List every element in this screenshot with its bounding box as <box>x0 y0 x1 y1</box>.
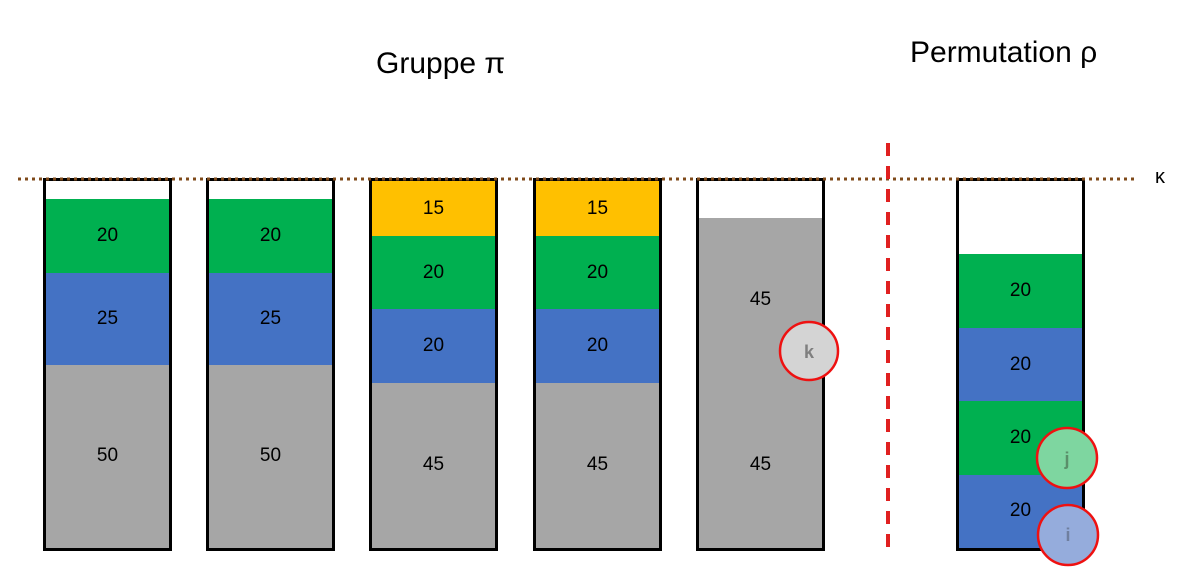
segment-gray: 50 <box>209 364 332 548</box>
segment-green: 20 <box>209 199 332 273</box>
group-bin-1: 50 25 20 <box>43 178 172 551</box>
segment-blue: 25 <box>46 272 169 365</box>
marker-j-label: j <box>1063 449 1069 469</box>
segment-value: 45 <box>749 289 772 311</box>
segment-value: 20 <box>1009 353 1032 375</box>
kappa-label: κ <box>1155 166 1165 188</box>
segment-gray: 45 <box>536 382 659 548</box>
marker-i: i <box>1036 503 1100 567</box>
segment-blue: 20 <box>536 309 659 383</box>
marker-k-label: k <box>804 342 815 362</box>
segment-value: 20 <box>422 335 445 357</box>
segment-value: 50 <box>96 445 119 467</box>
segment-value: 20 <box>586 261 609 283</box>
group-bin-3: 45 20 20 15 <box>369 178 498 551</box>
segment-gray: 50 <box>46 364 169 548</box>
segment-green: 20 <box>372 236 495 310</box>
segment-blue: 20 <box>959 327 1082 402</box>
segment-green: 20 <box>46 199 169 273</box>
segment-blue: 25 <box>209 272 332 365</box>
segment-green: 20 <box>536 236 659 310</box>
segment-value: 25 <box>96 307 119 329</box>
segment-value: 20 <box>96 225 119 247</box>
segment-value: 20 <box>1009 426 1032 448</box>
segment-value: 20 <box>1009 280 1032 302</box>
segment-blue: 20 <box>372 309 495 383</box>
marker-k: k <box>778 320 840 382</box>
group-bin-5: 45 45 <box>696 178 825 551</box>
segment-value: 20 <box>586 335 609 357</box>
segment-value: 45 <box>749 454 772 476</box>
segment-green: 20 <box>959 254 1082 328</box>
segment-yellow: 15 <box>536 181 659 237</box>
segment-value: 25 <box>259 307 282 329</box>
segment-value: 20 <box>259 225 282 247</box>
segment-value: 20 <box>1009 500 1032 522</box>
segment-value: 50 <box>259 445 282 467</box>
segment-value: 45 <box>422 454 445 476</box>
segment-value: 15 <box>422 197 445 219</box>
segment-gray: 45 <box>699 382 822 548</box>
group-title: Gruppe π <box>376 47 506 80</box>
permutation-title: Permutation ρ <box>910 36 1098 69</box>
marker-i-label: i <box>1065 525 1070 545</box>
segment-value: 20 <box>422 261 445 283</box>
marker-j: j <box>1035 426 1099 490</box>
segment-value: 15 <box>586 197 609 219</box>
segment-yellow: 15 <box>372 181 495 237</box>
group-bin-2: 50 25 20 <box>206 178 335 551</box>
group-bin-4: 45 20 20 15 <box>533 178 662 551</box>
segment-value: 45 <box>586 454 609 476</box>
segment-gray: 45 <box>372 382 495 548</box>
